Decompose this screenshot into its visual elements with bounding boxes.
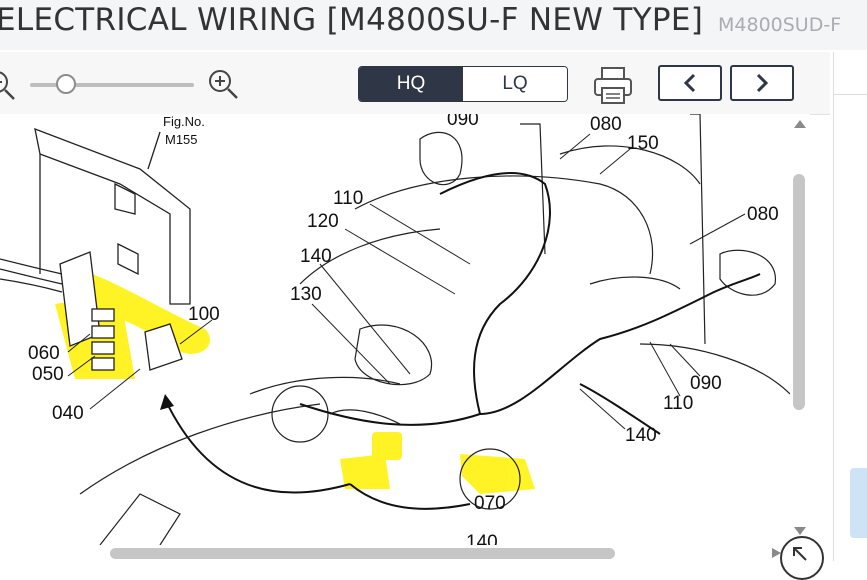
scroll-up-icon[interactable] bbox=[793, 119, 807, 129]
callout-140-left: 140 bbox=[300, 246, 332, 267]
model-subtitle: M4800SUD-F bbox=[718, 14, 842, 36]
highlight-marks bbox=[55, 274, 535, 494]
next-page-button[interactable] bbox=[730, 65, 794, 101]
zoom-out-icon[interactable] bbox=[0, 69, 16, 101]
panel-tab[interactable] bbox=[850, 468, 867, 538]
wiring-diagram: Fig.No. M155 bbox=[0, 114, 790, 545]
callout-080-top: 080 bbox=[590, 114, 622, 135]
prev-page-button[interactable] bbox=[658, 65, 722, 101]
chevron-right-icon bbox=[756, 73, 769, 93]
expand-arrow-icon bbox=[793, 547, 807, 561]
scroll-right-icon[interactable] bbox=[770, 547, 782, 559]
zoom-in-icon[interactable] bbox=[207, 68, 239, 100]
callout-060: 060 bbox=[28, 343, 60, 364]
quality-toggle: HQ LQ bbox=[358, 66, 568, 102]
horizontal-scrollbar[interactable] bbox=[0, 545, 810, 561]
right-side-panel bbox=[833, 52, 867, 561]
fig-no-label: Fig.No. bbox=[163, 114, 205, 129]
connector-arrow bbox=[164, 398, 351, 494]
leader-lines bbox=[67, 133, 746, 430]
lq-button[interactable]: LQ bbox=[463, 67, 567, 101]
page-title: ELECTRICAL WIRING [M4800SU-F NEW TYPE] bbox=[0, 2, 704, 38]
scroll-down-icon[interactable] bbox=[793, 526, 807, 536]
horizontal-scroll-thumb[interactable] bbox=[110, 548, 615, 559]
print-icon[interactable] bbox=[592, 66, 634, 106]
zoom-slider-track[interactable] bbox=[30, 83, 194, 87]
expand-button[interactable] bbox=[780, 536, 824, 580]
viewer-toolbar: HQ LQ bbox=[0, 52, 830, 115]
hq-button[interactable]: HQ bbox=[359, 67, 463, 101]
panel-divider bbox=[834, 94, 867, 95]
callout-130: 130 bbox=[290, 284, 322, 305]
arrow-head bbox=[160, 394, 174, 410]
fig-code-label: M155 bbox=[165, 132, 198, 147]
callout-100: 100 bbox=[188, 304, 220, 325]
chevron-left-icon bbox=[683, 73, 696, 93]
callout-080-right: 080 bbox=[747, 204, 779, 225]
vertical-scrollbar[interactable] bbox=[790, 114, 810, 545]
callout-140-bottom: 140 bbox=[466, 532, 498, 545]
zoom-slider-thumb[interactable] bbox=[56, 74, 77, 94]
vertical-scroll-thumb[interactable] bbox=[793, 174, 805, 410]
callout-090-right: 090 bbox=[690, 373, 722, 394]
bracket-drawing bbox=[34, 127, 191, 305]
callout-110-right: 110 bbox=[663, 393, 693, 414]
tractor-drawing bbox=[79, 114, 790, 545]
callout-140-right: 140 bbox=[625, 425, 657, 446]
callout-150: 150 bbox=[627, 133, 659, 154]
header-bar: ELECTRICAL WIRING [M4800SU-F NEW TYPE] M… bbox=[0, 0, 867, 50]
callout-050: 050 bbox=[32, 364, 64, 385]
callout-070: 070 bbox=[474, 493, 506, 514]
callout-090-top: 090 bbox=[447, 114, 479, 130]
fuse-block-drawing bbox=[0, 251, 183, 371]
callout-110-top: 110 bbox=[333, 188, 363, 209]
callout-040: 040 bbox=[52, 403, 84, 424]
callout-120: 120 bbox=[307, 211, 339, 232]
diagram-viewer[interactable]: Fig.No. M155 bbox=[0, 114, 790, 545]
harness-wires bbox=[299, 172, 761, 510]
